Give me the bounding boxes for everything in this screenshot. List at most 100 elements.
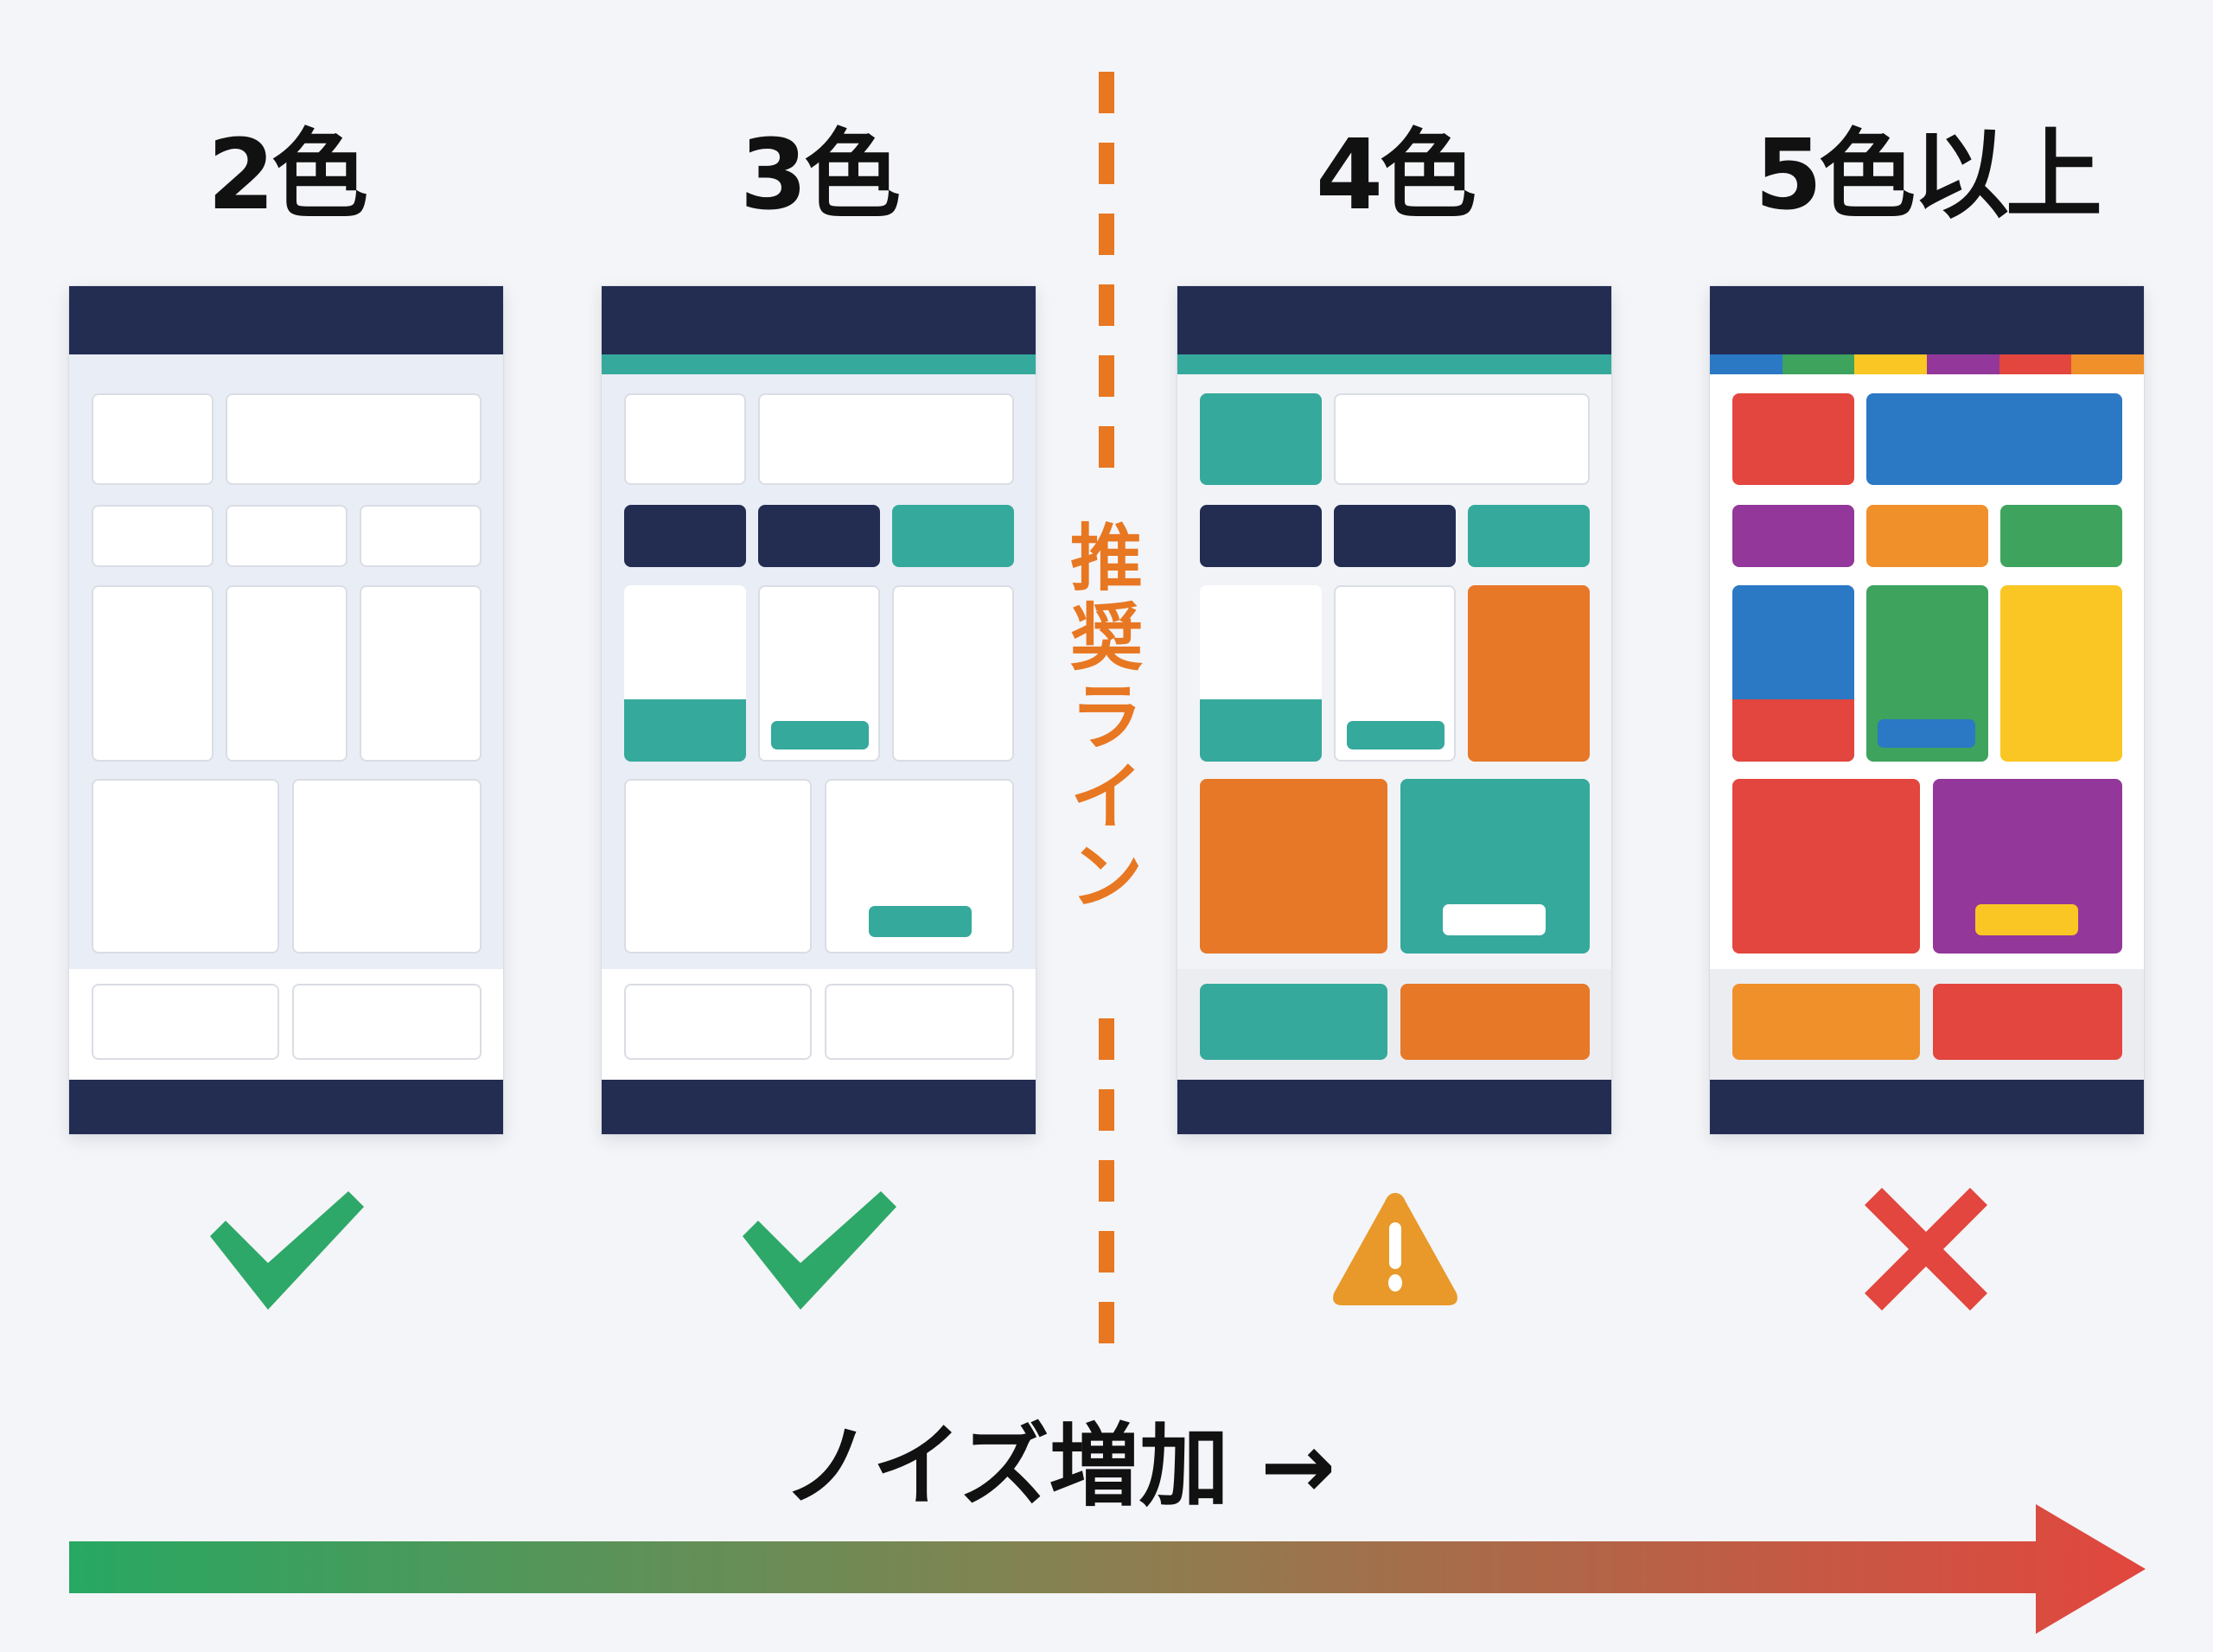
mockup-card-r2c1 — [92, 505, 214, 567]
divider-dash — [1099, 1160, 1114, 1202]
mockup-card-r3c2 — [1334, 585, 1456, 762]
mockup-card-r2c3 — [2000, 505, 2122, 567]
mockup-card-r2c2 — [758, 505, 880, 567]
arrow-right-icon: → — [1260, 1413, 1336, 1519]
mockup-card-r4c2 — [825, 779, 1014, 954]
mockup-card-r1c2 — [1334, 393, 1590, 485]
noise-increase-text: ノイズ増加 — [781, 1413, 1229, 1519]
mockup-header-bar — [602, 286, 1036, 354]
mockup-card-r3c3 — [892, 585, 1014, 762]
mockup-card-r3c1 — [1732, 585, 1854, 762]
accent-strip-segment — [1854, 354, 1928, 374]
mockup-footer-bar — [602, 1080, 1036, 1134]
divider-dash — [1099, 72, 1114, 113]
mockup-card-r1c2 — [226, 393, 482, 485]
noise-gradient-arrow — [69, 1504, 2146, 1634]
mockup-header-bar — [1710, 286, 2144, 354]
label-char: 奨 — [1069, 596, 1143, 680]
phone-mockup-4-colors — [1177, 286, 1611, 1134]
mockup-card-r1c1 — [1200, 393, 1322, 485]
phone-mockup-3-colors — [602, 286, 1036, 1134]
check-icon — [210, 1191, 364, 1310]
check-icon — [743, 1191, 896, 1310]
accent-strip-segment — [1927, 354, 1999, 374]
mockup-card-r3c3 — [2000, 585, 2122, 762]
phone-mockup-2-colors — [69, 286, 503, 1134]
card-button — [1443, 904, 1546, 935]
mockup-card-r2c2 — [226, 505, 348, 567]
label-char: ン — [1069, 834, 1143, 919]
card-color-band — [1200, 699, 1322, 762]
mockup-card-f1 — [92, 984, 279, 1060]
mockup-card-r4c2 — [1933, 779, 2122, 954]
label-char: 推 — [1069, 516, 1143, 601]
divider-dash — [1099, 143, 1114, 184]
mockup-accent-strip — [602, 354, 1036, 374]
cross-icon — [1865, 1188, 1987, 1311]
mockup-card-r4c1 — [624, 779, 812, 954]
mockup-card-f1 — [1732, 984, 1920, 1060]
column-label-3-colors: 3色 — [740, 119, 901, 232]
mockup-accent-strip — [1710, 354, 2144, 374]
accent-strip-segment — [1999, 354, 2072, 374]
mockup-header-bar — [1177, 286, 1611, 354]
mockup-card-f2 — [825, 984, 1014, 1060]
column-label-5plus-colors: 5色以上 — [1755, 119, 2102, 232]
label-char: ラ — [1069, 675, 1143, 760]
phone-mockup-5plus-colors — [1710, 286, 2144, 1134]
mockup-footer-bar — [1710, 1080, 2144, 1134]
divider-dash — [1099, 1231, 1114, 1272]
mockup-card-r2c1 — [624, 505, 746, 567]
mockup-card-r3c1 — [624, 585, 746, 762]
mockup-card-r3c1 — [1200, 585, 1322, 762]
mockup-card-r2c3 — [1468, 505, 1590, 567]
mockup-header-bar — [69, 286, 503, 354]
mockup-accent-strip — [1177, 354, 1611, 374]
divider-dash — [1099, 426, 1114, 468]
mockup-card-r4c1 — [1200, 779, 1387, 954]
mockup-card-r4c2 — [292, 779, 482, 954]
mockup-footer-bar — [1177, 1080, 1611, 1134]
mockup-card-r2c1 — [1732, 505, 1854, 567]
mockup-card-f1 — [624, 984, 812, 1060]
noise-increase-label: ノイズ増加 → — [0, 1414, 2213, 1518]
divider-dash — [1099, 1089, 1114, 1131]
card-color-band — [624, 699, 746, 762]
mockup-card-f2 — [292, 984, 482, 1060]
mockup-card-r1c2 — [1866, 393, 2122, 485]
mockup-card-r4c1 — [1732, 779, 1920, 954]
divider-dash — [1099, 355, 1114, 397]
column-label-4-colors: 4色 — [1316, 119, 1476, 232]
card-button — [1975, 904, 2078, 935]
card-color-band — [1732, 699, 1854, 762]
mockup-footer-bar — [69, 1080, 503, 1134]
accent-strip-segment — [1177, 354, 1611, 374]
mockup-card-r2c2 — [1334, 505, 1456, 567]
divider-dash — [1099, 1302, 1114, 1343]
accent-strip-segment — [1782, 354, 1855, 374]
mockup-card-r4c2 — [1400, 779, 1590, 954]
mockup-card-r1c1 — [624, 393, 746, 485]
mockup-card-r2c3 — [892, 505, 1014, 567]
card-button — [869, 906, 972, 937]
mockup-card-r2c2 — [1866, 505, 1988, 567]
accent-strip-segment — [1710, 354, 1783, 374]
mockup-card-r4c1 — [92, 779, 279, 954]
mockup-card-r2c3 — [360, 505, 482, 567]
mockup-card-f2 — [1933, 984, 2122, 1060]
mockup-card-r3c2 — [758, 585, 880, 762]
card-button — [1878, 719, 1975, 748]
mockup-card-r1c2 — [758, 393, 1014, 485]
accent-strip-segment — [2071, 354, 2144, 374]
mockup-card-f2 — [1400, 984, 1590, 1060]
accent-strip-segment — [602, 354, 1036, 374]
mockup-card-f1 — [1200, 984, 1387, 1060]
mockup-card-r3c3 — [1468, 585, 1590, 762]
recommended-line-label: 推 奨 ラ イ ン — [1060, 519, 1153, 916]
divider-dash — [1099, 284, 1114, 326]
column-label-2-colors: 2色 — [207, 119, 368, 232]
mockup-card-r3c3 — [360, 585, 482, 762]
warning-icon — [1333, 1193, 1457, 1305]
mockup-card-r3c1 — [92, 585, 214, 762]
card-button — [1347, 721, 1445, 749]
